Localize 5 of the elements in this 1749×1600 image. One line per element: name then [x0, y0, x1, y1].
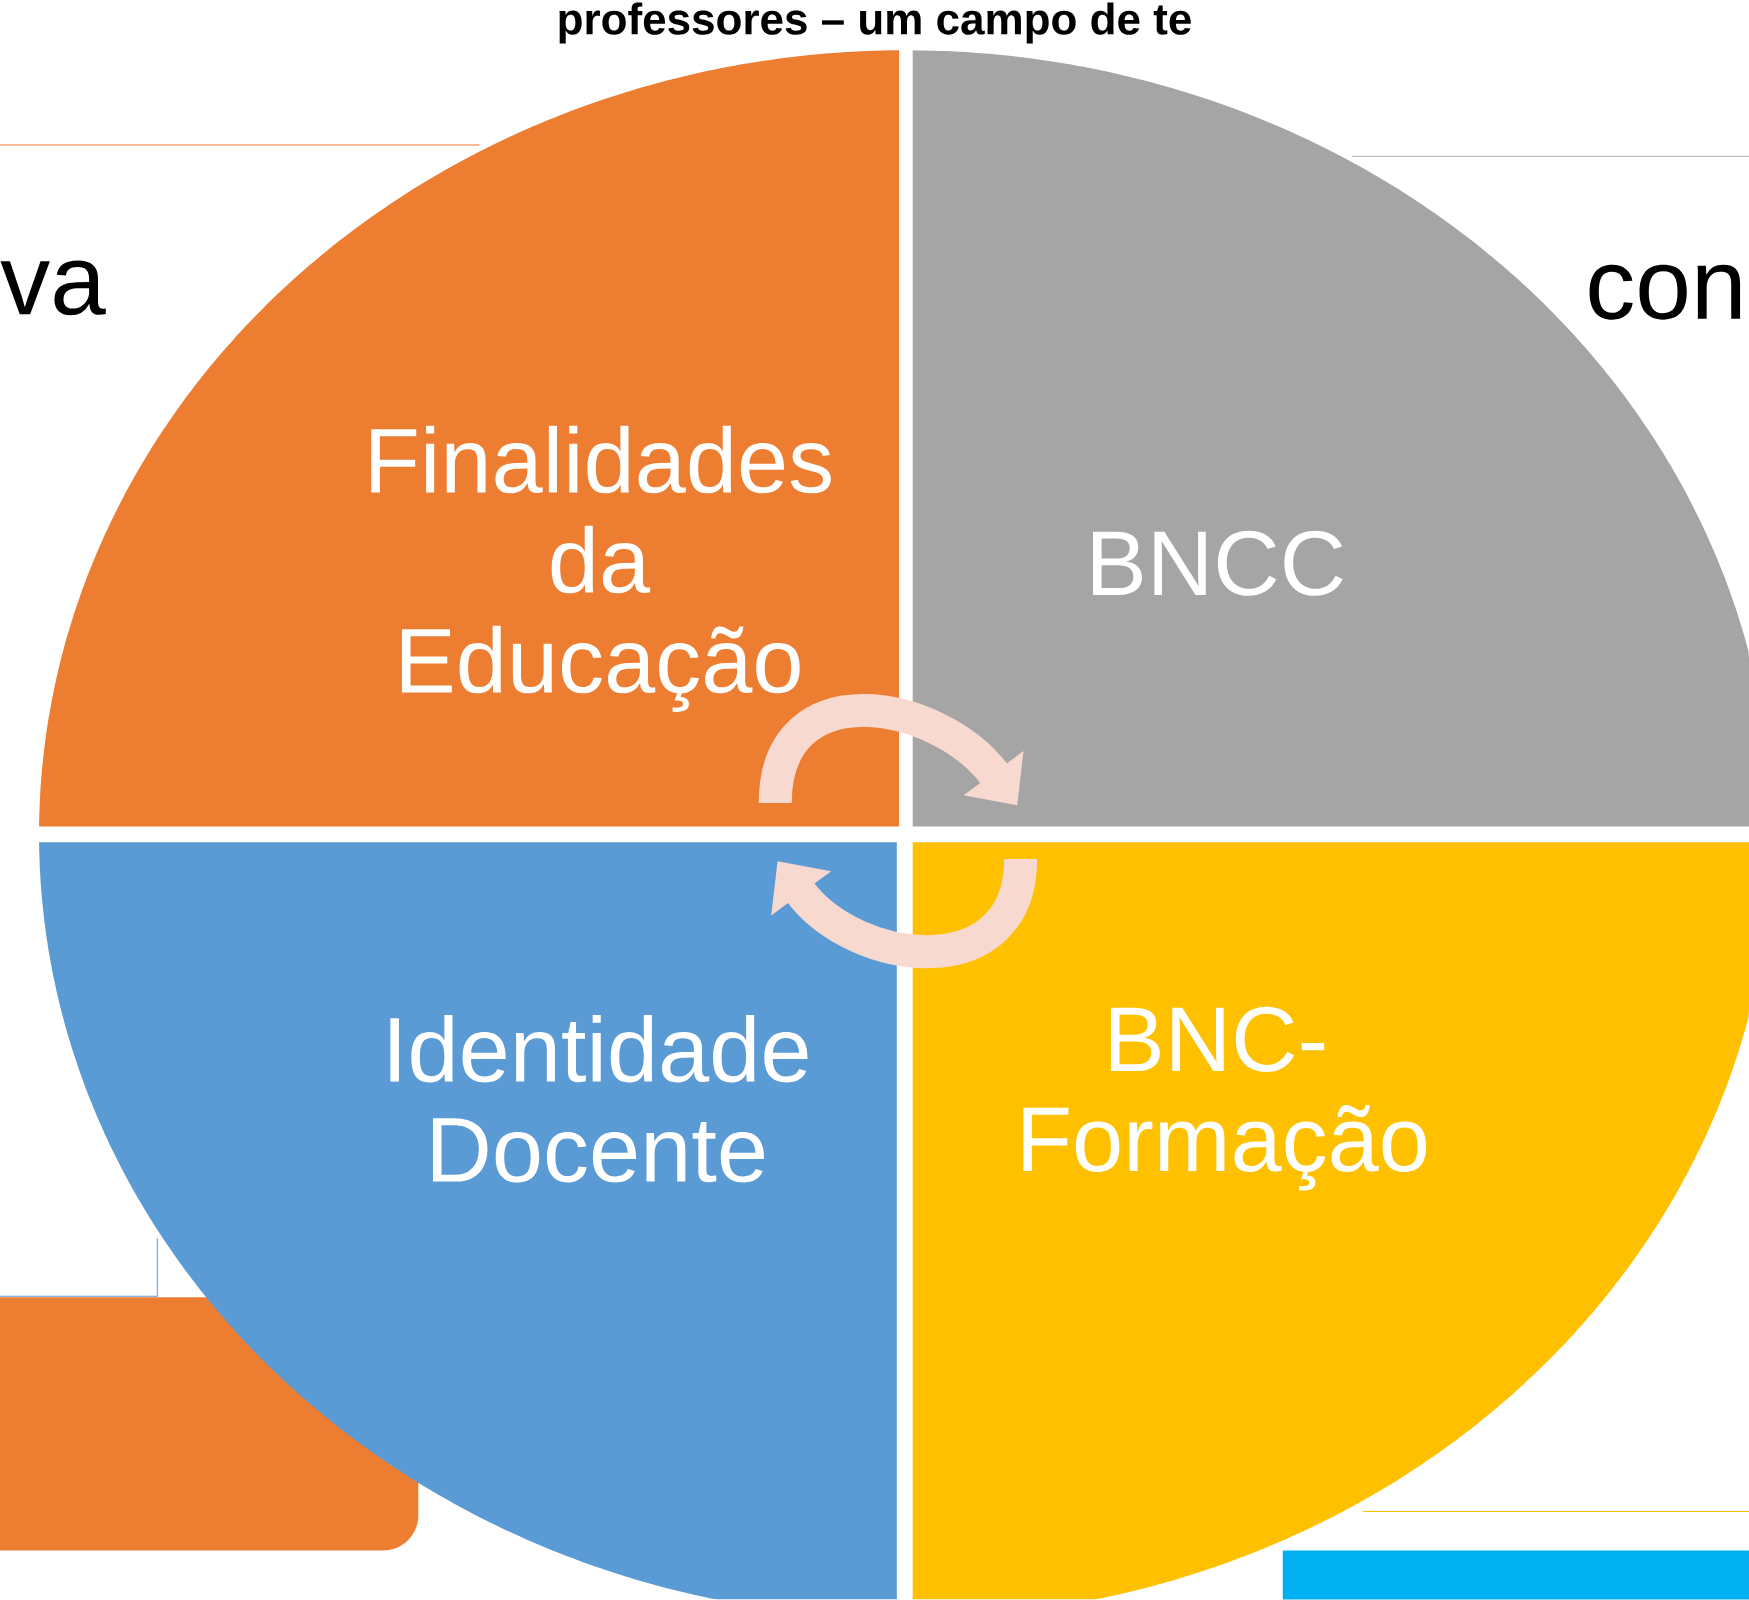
quadrant: BNC-Formação — [912, 842, 1749, 1600]
circular-arrow — [758, 694, 1024, 806]
slide-text: con — [1589, 265, 1741, 320]
title: professores – um campo de te — [559, 2, 1191, 44]
quadrant: Identidade Docente — [39, 842, 897, 1600]
